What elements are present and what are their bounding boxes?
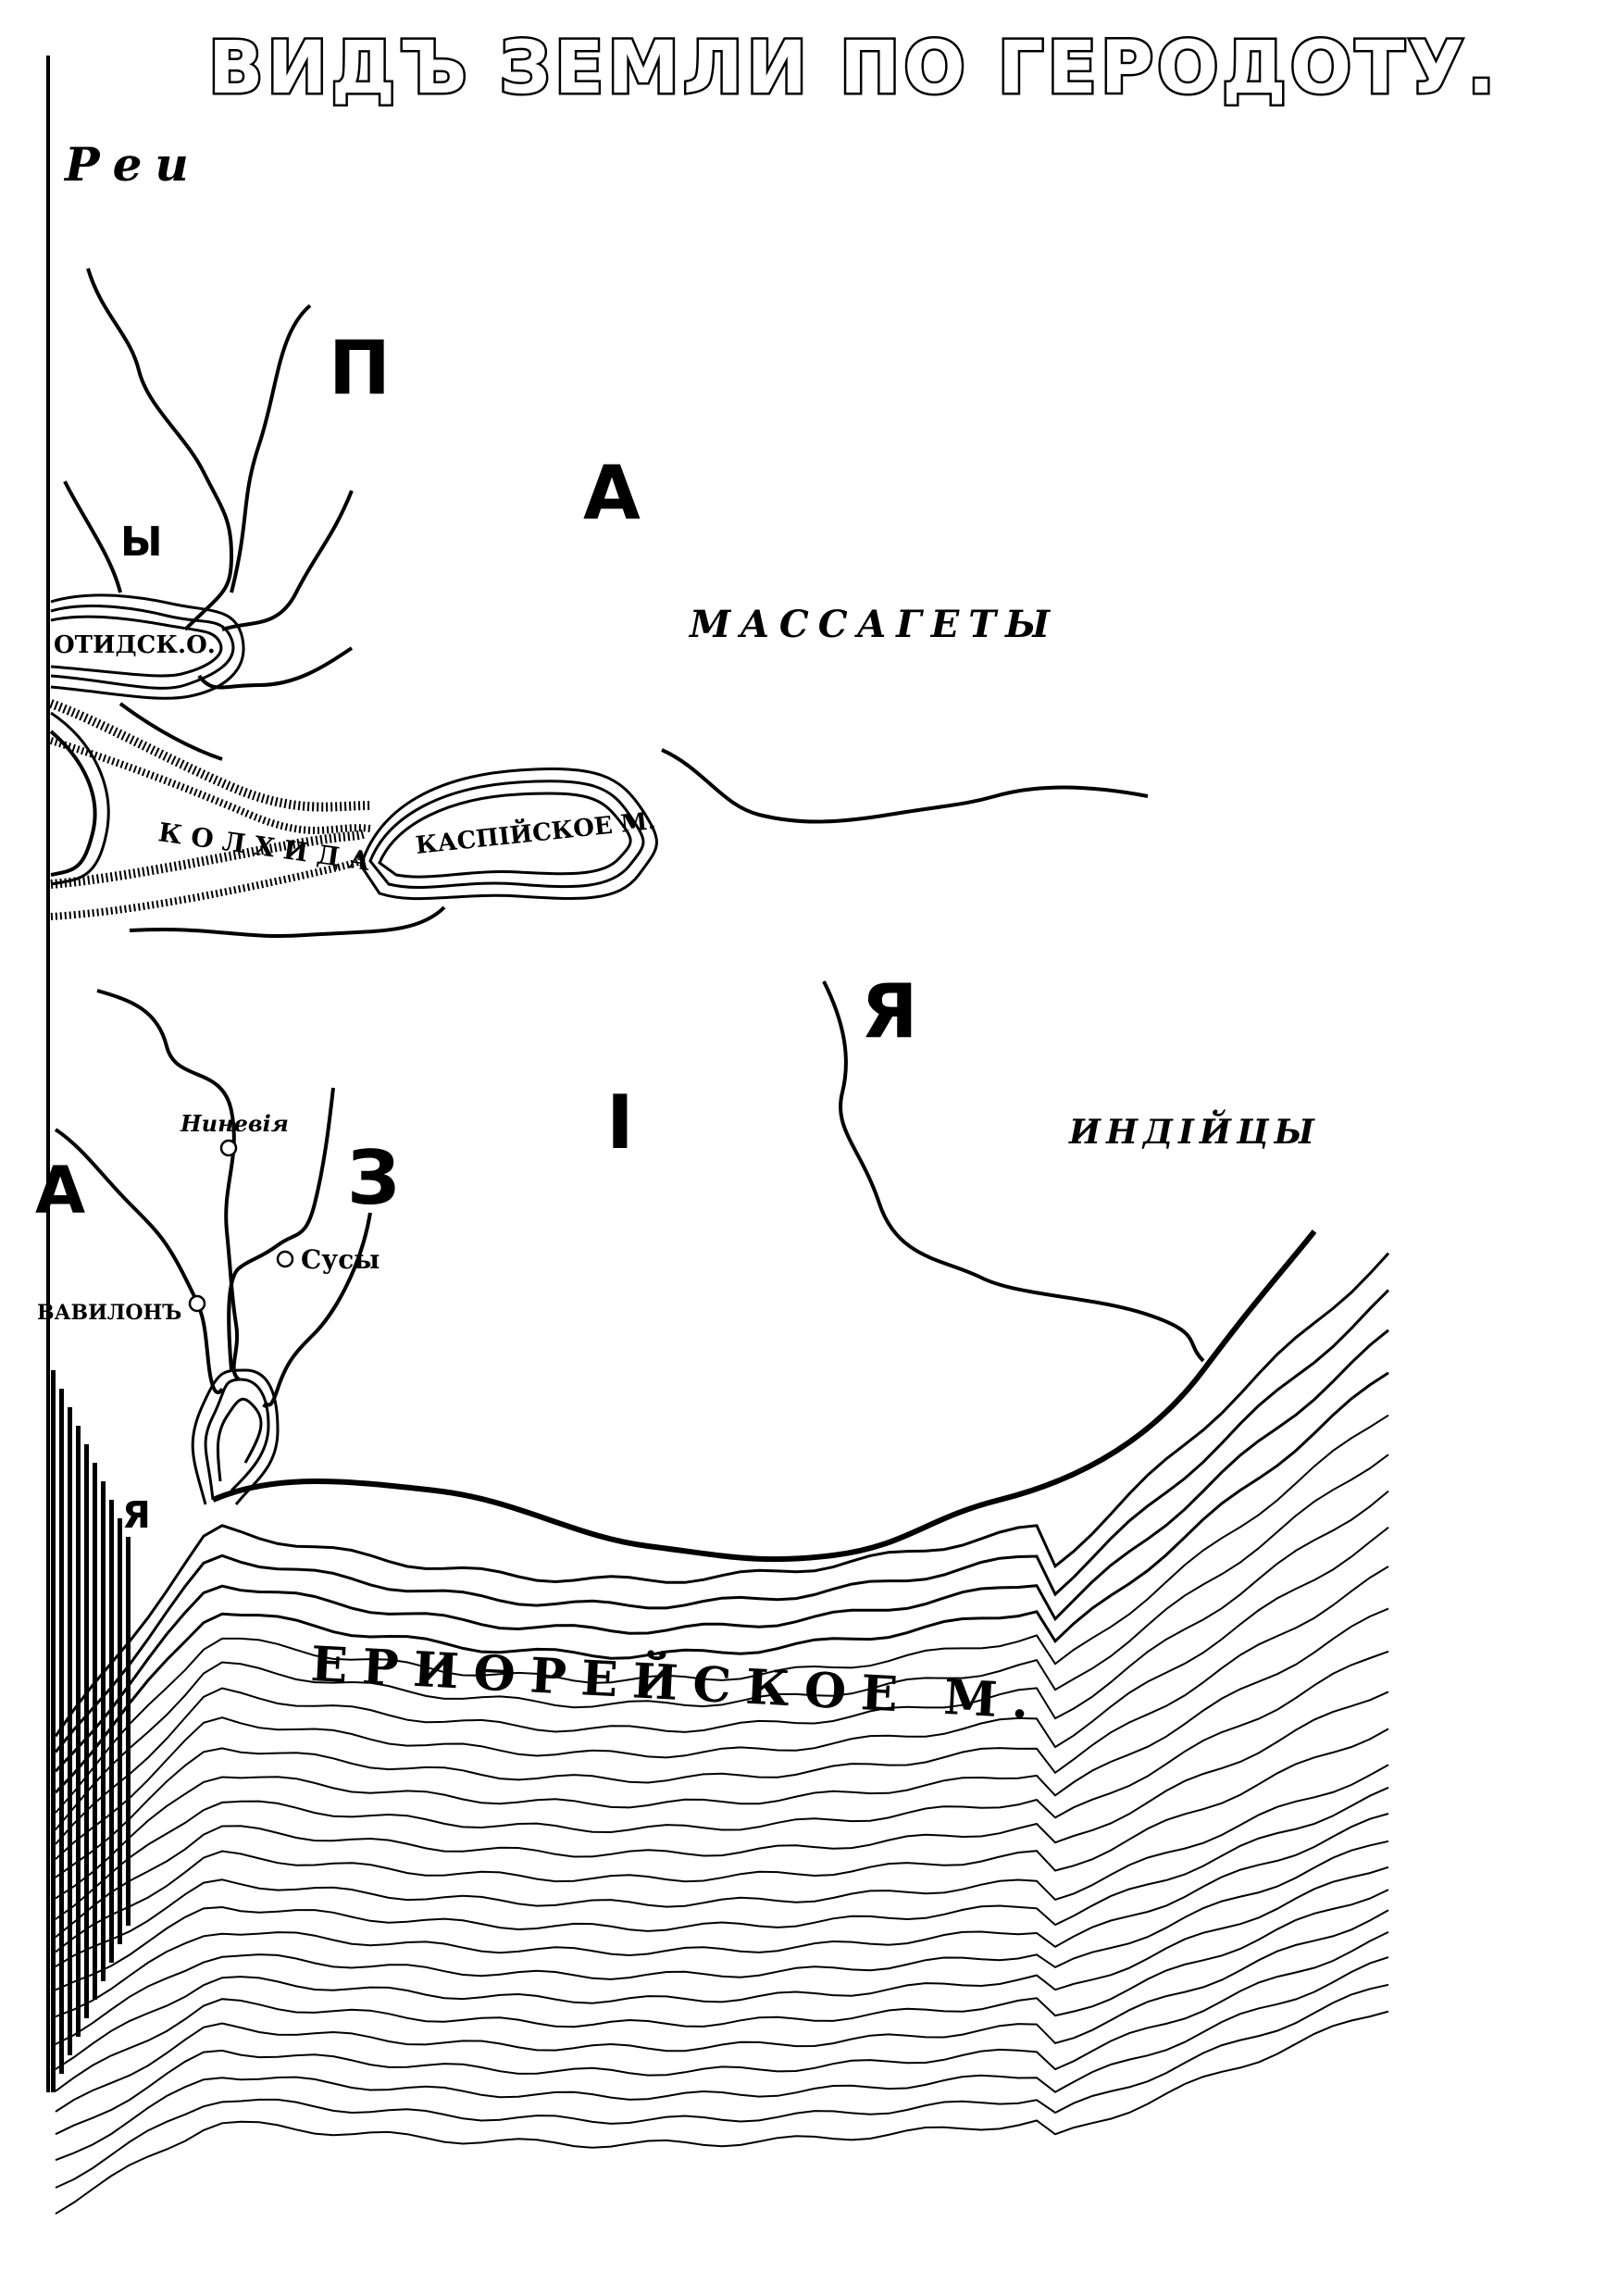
sea-contour-line (55, 1454, 1389, 1830)
susa-marker (276, 1250, 294, 1268)
shading-stroke (126, 1537, 131, 1926)
label-kaspiyskoe: КАСПІЙСКОЕ М. (414, 805, 657, 860)
sea-contour-line (55, 1889, 1389, 2092)
sea-contour-line (55, 1650, 1389, 1920)
label-eritreyskoe: ЕРИѲРЕЙСКОЕ М. (309, 1631, 1045, 1730)
label-rei: Реи (63, 137, 202, 192)
shading-stroke (118, 1518, 122, 1944)
label-indiytsy: ИНДІЙЦЫ (1068, 1110, 1320, 1152)
sea-contour-line (55, 1956, 1389, 2162)
maeotis-lake (50, 593, 245, 700)
shading-stroke (51, 1370, 56, 2092)
sea-contour-line (54, 1371, 1389, 1794)
shading-stroke (59, 1389, 64, 2074)
sea-contour-line (55, 1490, 1389, 1845)
caspian-sea (359, 767, 658, 901)
label-meotidskoe: ОТИДСК.О. (54, 631, 216, 659)
shading-stroke (109, 1500, 114, 1963)
sea-contour-line (55, 1764, 1389, 1967)
label-ya-top: Я (861, 968, 918, 1054)
sea-contour-line (54, 1252, 1390, 1738)
sea-contour-line (55, 1414, 1389, 1814)
label-a-left: А (35, 1153, 85, 1229)
label-kolkhida: КОЛХИДА (156, 817, 381, 878)
sea-contour-line (55, 1813, 1389, 2018)
sea-contour-line (55, 1691, 1389, 1939)
sea-contour-line (54, 1329, 1389, 1773)
label-a-top: А (583, 450, 641, 536)
persian-gulf (191, 1368, 280, 1505)
sea-contour-line (55, 1527, 1389, 1860)
label-vavilon: ВАВИЛОНЪ (37, 1301, 181, 1325)
sea-contour-line (55, 1983, 1389, 2189)
coastline (211, 1229, 1317, 1563)
label-y: Ы (120, 518, 163, 566)
label-massagety: МАССАГЕТЫ (688, 603, 1059, 646)
shading-stroke (93, 1463, 97, 2000)
label-susy: Сусы (301, 1244, 380, 1275)
sea-contour-line (55, 1607, 1389, 1900)
label-z: З (347, 1135, 400, 1221)
nineveh-marker (219, 1139, 238, 1157)
sea-contour-line (55, 2010, 1389, 2215)
sea-contour-line (55, 1909, 1389, 2113)
label-i: І (606, 1079, 634, 1166)
sea-contour-line (54, 1289, 1390, 1753)
babylon-marker (188, 1294, 206, 1313)
label-p: П (329, 325, 391, 411)
eritrean-sea-contours (54, 1252, 1390, 2215)
sea-contour-line (55, 1728, 1389, 1953)
sea-contour-line (55, 1866, 1389, 2070)
shading-stroke (68, 1407, 72, 2055)
rivers (54, 268, 1205, 1409)
sea-contour-line (55, 1786, 1389, 1991)
shading-stroke (101, 1481, 106, 1981)
label-nineviya: Ниневія (180, 1110, 289, 1137)
caucasus-mountains (49, 699, 371, 920)
map-title: ВИДЪ ЗЕМЛИ ПО ГЕРОДОТУ. (208, 27, 1499, 110)
left-coast-shading (51, 1370, 131, 2092)
sea-contour-line (55, 1566, 1389, 1878)
label-ya-left: Я (122, 1494, 151, 1537)
sea-contour-line (55, 1931, 1389, 2136)
shading-stroke (76, 1426, 81, 2037)
shading-stroke (84, 1444, 89, 2018)
sea-contour-line (55, 1840, 1389, 2045)
